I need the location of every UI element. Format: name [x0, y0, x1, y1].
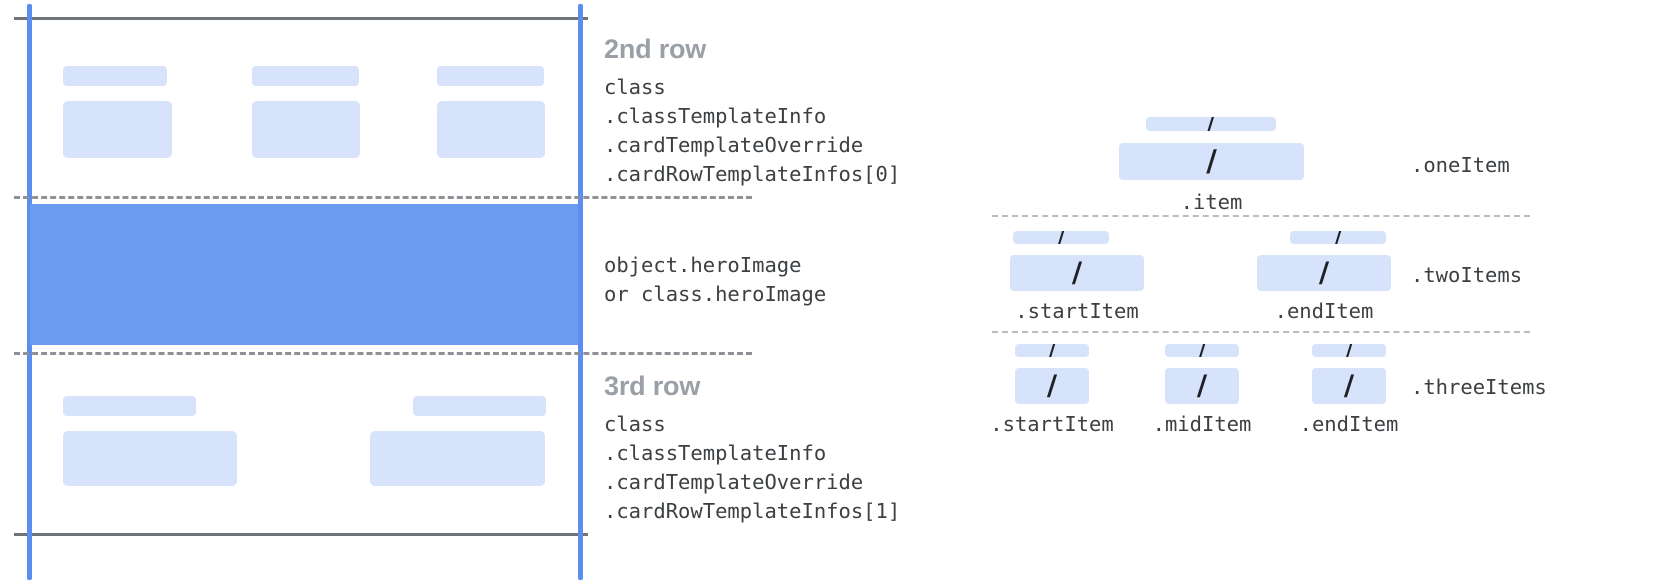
group-label-threeitems: .threeItems: [1411, 375, 1547, 399]
card-top-rule: [14, 17, 588, 20]
row2-col3-block: [437, 101, 545, 158]
slash-glyph: /: [1206, 143, 1217, 178]
slash-glyph: /: [1334, 231, 1342, 244]
twoitems-startitem-block: /: [1010, 255, 1144, 291]
twoitems-startitem-bar: /: [1013, 231, 1109, 244]
row2-col1-bar: [63, 66, 167, 86]
slash-glyph: /: [1345, 344, 1353, 357]
row2-code: class .classTemplateInfo .cardTemplateOv…: [604, 75, 901, 186]
slash-glyph: /: [1057, 231, 1065, 244]
slash-glyph: /: [1048, 344, 1056, 357]
row3-col1-bar: [63, 396, 196, 416]
hero-image-band: [30, 204, 578, 345]
twoitems-threeitems-divider: [992, 331, 1530, 333]
row2-col1-block: [63, 101, 172, 158]
card-bottom-rule: [14, 533, 588, 536]
row2-title: 2nd row: [604, 34, 707, 64]
row2-col3-bar: [437, 66, 544, 86]
oneitem-twoitems-divider: [992, 215, 1530, 217]
row3-col2-block: [370, 431, 545, 486]
hero-row3-divider: [14, 352, 752, 355]
row2-hero-divider: [14, 196, 752, 199]
row3-title: 3rd row: [604, 371, 701, 401]
threeitems-miditem-label: .midItem: [1152, 412, 1252, 436]
threeitems-startitem-block: /: [1015, 368, 1089, 404]
threeitems-enditem-bar: /: [1312, 344, 1386, 357]
oneitem-item-block: /: [1119, 143, 1304, 180]
oneitem-item-bar: /: [1146, 117, 1276, 131]
card-right-guide: [578, 4, 583, 580]
slash-glyph: /: [1318, 255, 1330, 289]
hero-code: object.heroImage or class.heroImage: [604, 253, 827, 306]
group-label-twoitems: .twoItems: [1411, 263, 1523, 287]
row3-col2-bar: [413, 396, 546, 416]
twoitems-enditem-block: /: [1257, 255, 1391, 291]
oneitem-item-label: .item: [1180, 190, 1243, 214]
row3-code: class .classTemplateInfo .cardTemplateOv…: [604, 412, 901, 523]
slash-glyph: /: [1198, 344, 1206, 357]
slash-glyph: /: [1207, 117, 1215, 131]
slash-glyph: /: [1046, 368, 1058, 402]
threeitems-miditem-block: /: [1165, 368, 1239, 404]
twoitems-enditem-label: .endItem: [1274, 299, 1374, 323]
twoitems-startitem-label: .startItem: [1015, 299, 1139, 323]
threeitems-startitem-bar: /: [1015, 344, 1089, 357]
threeitems-miditem-bar: /: [1165, 344, 1239, 357]
threeitems-enditem-block: /: [1312, 368, 1386, 404]
group-label-oneitem: .oneItem: [1411, 153, 1510, 177]
row3-col1-block: [63, 431, 237, 486]
row2-col2-bar: [252, 66, 359, 86]
slash-glyph: /: [1071, 255, 1083, 289]
card-left-guide: [27, 4, 32, 580]
slash-glyph: /: [1196, 368, 1208, 402]
threeitems-startitem-label: .startItem: [990, 412, 1114, 436]
slash-glyph: /: [1343, 368, 1355, 402]
row2-col2-block: [252, 101, 360, 158]
threeitems-enditem-label: .endItem: [1299, 412, 1399, 436]
twoitems-enditem-bar: /: [1290, 231, 1386, 244]
